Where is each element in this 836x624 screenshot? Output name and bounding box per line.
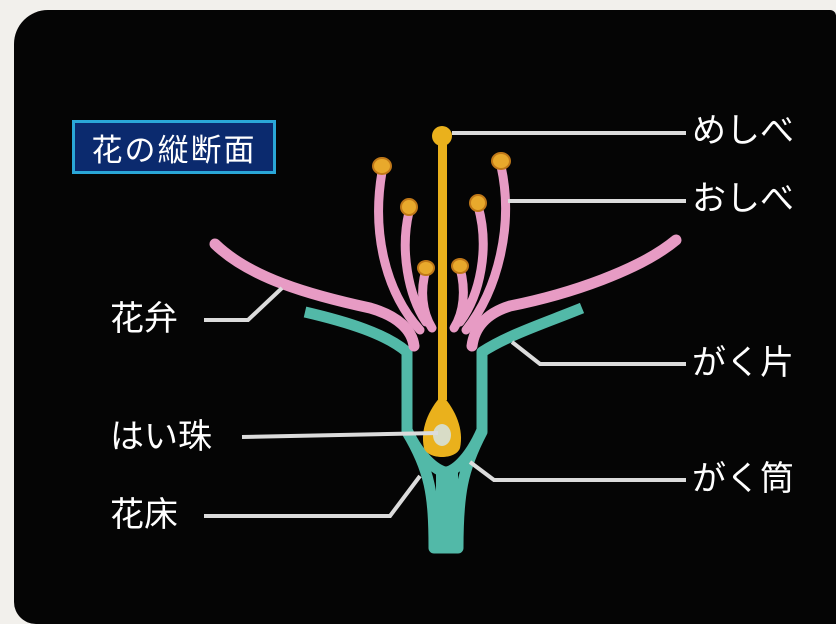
anther-4	[491, 152, 511, 170]
petal-left	[209, 238, 420, 352]
leader-sepal	[510, 340, 686, 366]
diagram-title: 花の縦断面	[72, 120, 276, 174]
stamen-filament-6	[449, 263, 468, 333]
label-receptacle: 花床	[110, 495, 178, 535]
pistil-stigma	[432, 126, 452, 146]
anthers	[372, 152, 511, 276]
diagram-title-text: 花の縦断面	[91, 132, 257, 169]
anther-5	[469, 194, 487, 212]
label-sepal: がく片	[692, 343, 794, 383]
leader-lines	[204, 131, 686, 518]
label-pistil: めしべ	[692, 111, 794, 151]
label-calyx-tube: がく筒	[692, 459, 794, 499]
stamen-filament-3	[418, 265, 437, 333]
petal-right	[466, 234, 682, 352]
anther-2	[400, 198, 418, 216]
leader-ovule	[241, 431, 439, 439]
leader-receptacle	[204, 474, 422, 518]
receptacle-stalk	[436, 470, 458, 548]
label-petal: 花弁	[110, 299, 178, 339]
pistil-style	[438, 138, 447, 400]
anther-3	[417, 260, 435, 276]
stamen-filament-5	[455, 201, 488, 327]
sepal-calyx	[303, 302, 585, 554]
ovule	[433, 424, 451, 446]
anther-1	[372, 157, 392, 175]
label-stamen: おしべ	[692, 179, 794, 219]
stamen-filament-4	[461, 161, 510, 335]
stamen-filament-1	[374, 167, 425, 335]
petals	[209, 234, 682, 352]
pistil	[422, 126, 462, 457]
leader-petal	[204, 286, 284, 322]
label-ovule: はい珠	[110, 417, 212, 457]
anther-6	[451, 258, 469, 274]
leader-calyx-tube	[468, 460, 686, 482]
